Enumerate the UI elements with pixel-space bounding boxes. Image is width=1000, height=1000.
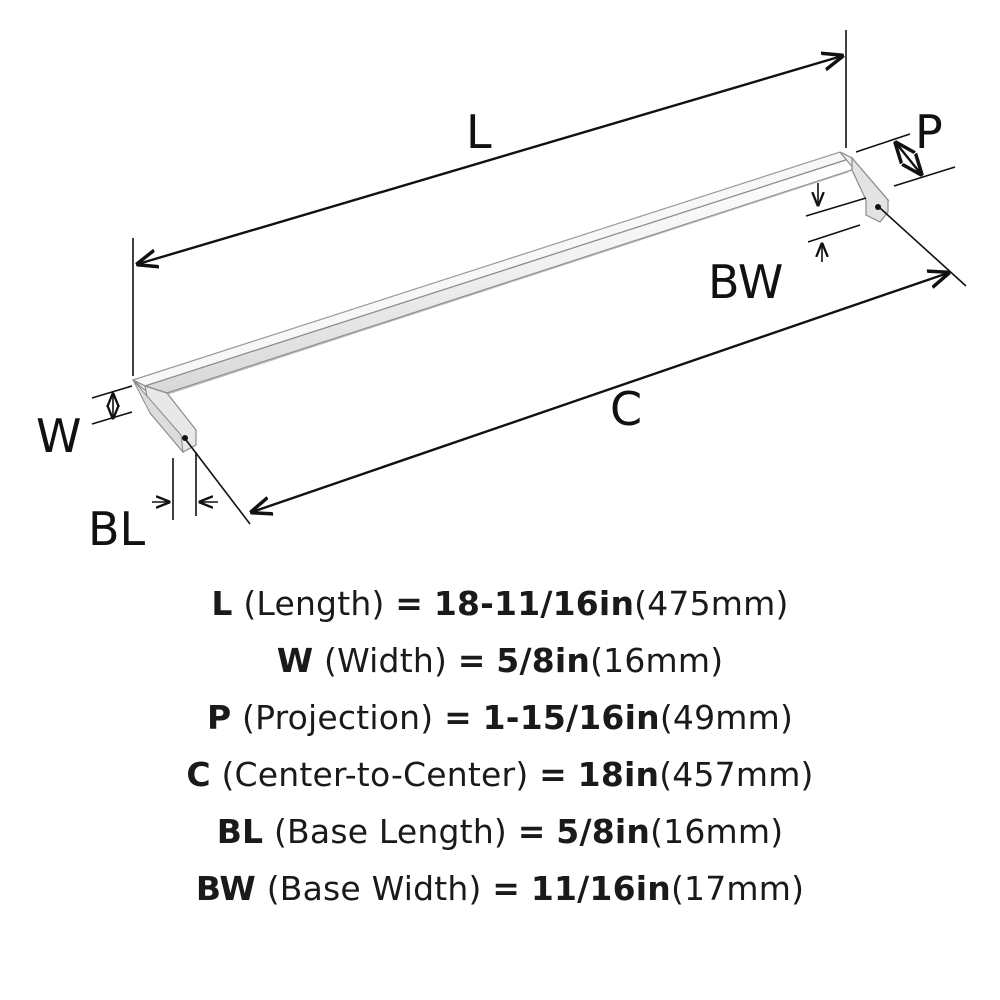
base-length-label: BL [88,502,146,556]
spec-imperial: 1-15/16in [482,698,660,737]
spec-name: (Base Length) [273,812,508,851]
width-dimension: W [36,385,133,463]
spec-metric: (16mm) [650,812,784,851]
spec-imperial: 5/8in [496,641,591,680]
spec-name: (Width) [324,641,448,680]
spec-code: C [186,755,211,794]
base-length-dimension: BL [88,452,218,556]
projection-dimension: P [855,105,956,187]
spec-row-base-length: BL (Base Length) = 5/8in(16mm) [0,803,1000,860]
spec-code: BW [195,869,256,908]
center-to-center-label: C [610,382,642,436]
spec-row-projection: P (Projection) = 1-15/16in(49mm) [0,689,1000,746]
projection-label: P [915,105,943,159]
spec-equals: = [539,755,567,794]
spec-imperial: 5/8in [556,812,651,851]
base-width-label: BW [708,255,783,309]
spec-row-width: W (Width) = 5/8in(16mm) [0,632,1000,689]
spec-metric: (457mm) [659,755,814,794]
spec-metric: (475mm) [634,584,789,623]
handle-dimension-diagram: L P BW C W BL [36,30,967,556]
spec-imperial: 18-11/16in [433,584,635,623]
spec-metric: (17mm) [670,869,805,908]
spec-metric: (49mm) [659,698,794,737]
spec-code: P [206,698,232,737]
spec-metric: (16mm) [590,641,724,680]
spec-imperial: 18in [577,755,660,794]
length-dimension: L [132,30,846,376]
spec-equals: = [395,584,424,623]
spec-code: BL [216,812,264,851]
spec-imperial: 11/16in [530,869,671,908]
spec-equals: = [457,641,486,680]
spec-equals: = [517,812,546,851]
spec-row-length: L (Length) = 18-11/16in(475mm) [0,575,1000,632]
spec-code: W [276,641,314,680]
specification-list: L (Length) = 18-11/16in(475mm) W (Width)… [0,575,1000,917]
spec-name: (Center-to-Center) [221,755,529,794]
spec-row-center-to-center: C (Center-to-Center) = 18in(457mm) [0,746,1000,803]
spec-name: (Base Width) [266,869,482,908]
length-label: L [466,105,492,159]
spec-equals: = [492,869,521,908]
spec-equals: = [444,698,472,737]
spec-name: (Projection) [242,698,434,737]
spec-name: (Length) [243,584,385,623]
spec-code: L [211,584,233,623]
spec-row-base-width: BW (Base Width) = 11/16in(17mm) [0,860,1000,917]
width-label: W [36,409,81,463]
